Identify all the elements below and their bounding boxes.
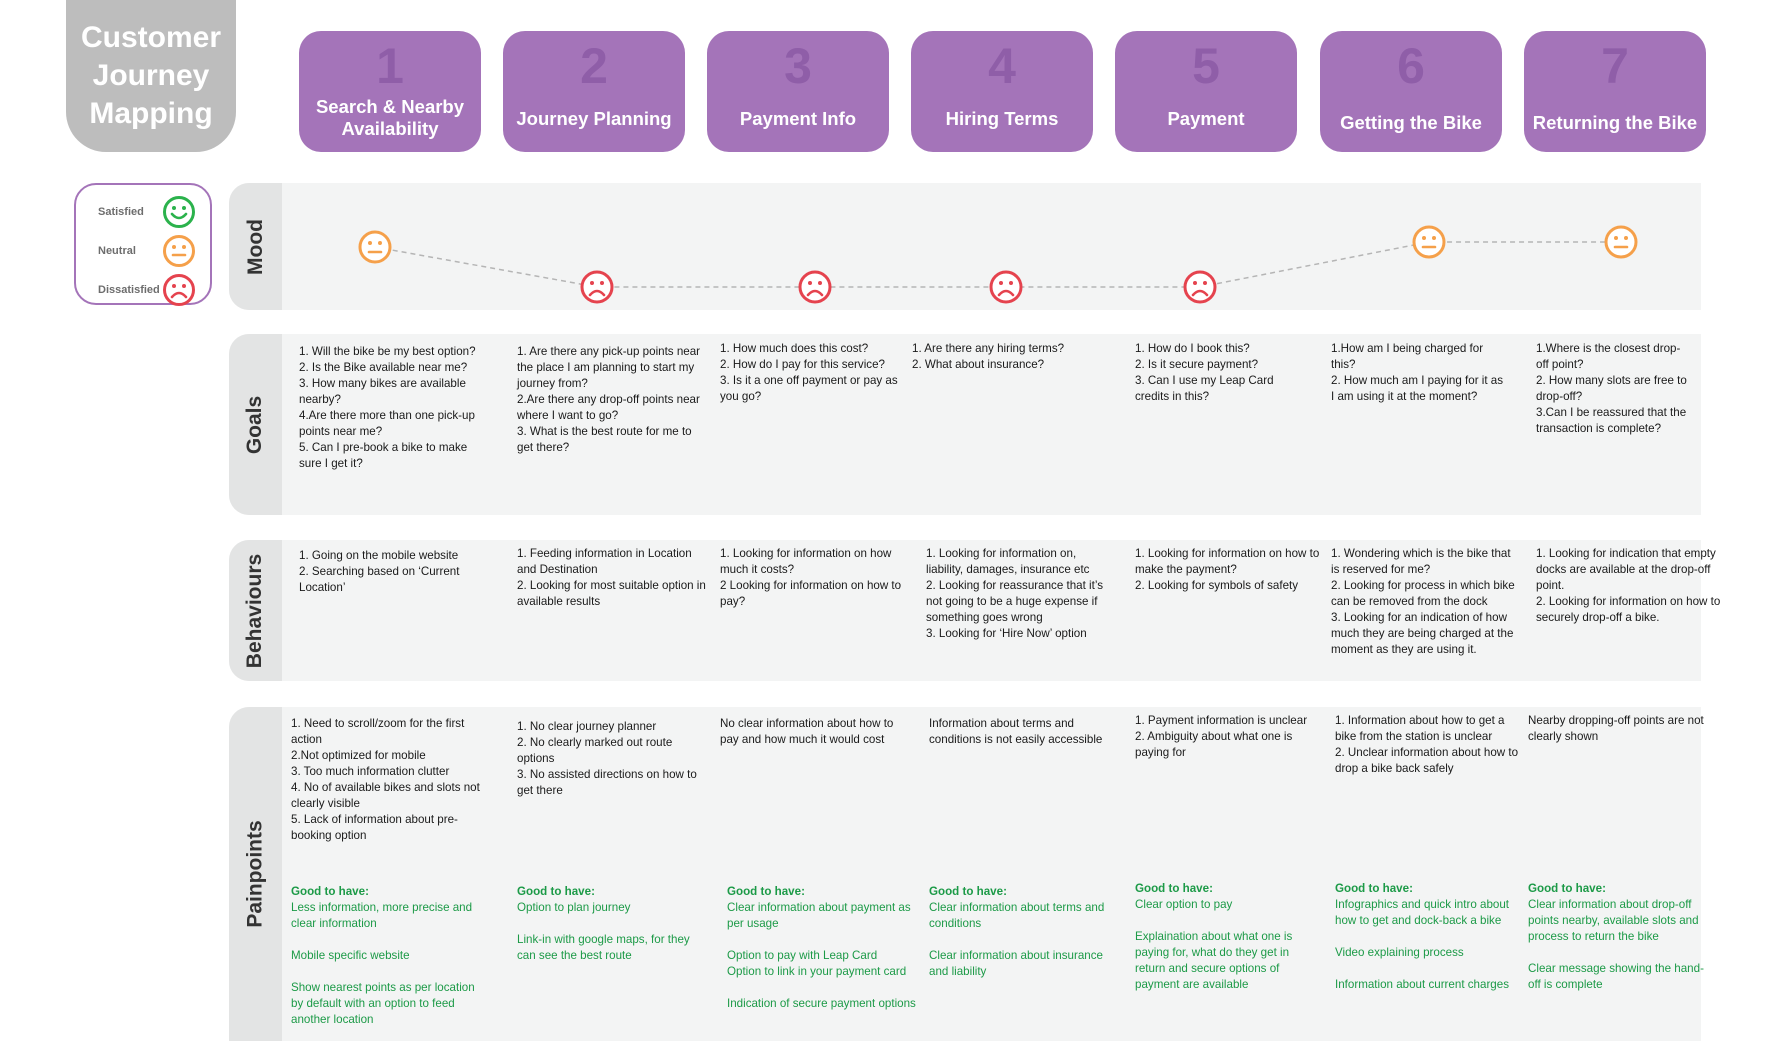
- behaviours-cell-4: 1. Looking for information on, liability…: [926, 547, 1104, 640]
- goals-cell-2: 1. Are there any pick-up points near the…: [517, 345, 701, 454]
- mood-row-label: Mood: [243, 218, 267, 275]
- stage-label: Search & Nearby Availability: [315, 96, 465, 139]
- goals-row-label: Goals: [243, 395, 267, 454]
- good-to-have-label: Good to have:: [929, 885, 1007, 898]
- good-to-have-label: Good to have:: [517, 885, 595, 898]
- stage-number: 5: [1192, 38, 1220, 94]
- good-to-have-6: Good to have: Infographics and quick int…: [1335, 881, 1515, 993]
- stage-number: 6: [1397, 38, 1425, 94]
- good-to-have-1: Good to have: Less information, more pre…: [291, 884, 481, 1028]
- good-to-have-label: Good to have:: [291, 885, 369, 898]
- painpoints-row: [229, 707, 1701, 1041]
- stage-1: 1 Search & Nearby Availability: [299, 31, 481, 152]
- painpoints-cell-5: 1. Payment information is unclear 2. Amb…: [1135, 714, 1308, 759]
- stage-label: Payment Info: [739, 108, 857, 129]
- good-to-have-3: Good to have: Clear information about pa…: [727, 884, 917, 1012]
- dissatisfied-face-icon: [798, 270, 832, 304]
- legend-dissatisfied-label: Dissatisfied: [98, 284, 160, 296]
- good-to-have-text: Less information, more precise and clear…: [291, 901, 475, 1026]
- mood-row: [229, 183, 1701, 310]
- good-to-have-label: Good to have:: [1528, 882, 1606, 895]
- good-to-have-text: Clear information about terms and condit…: [929, 901, 1105, 978]
- goals-cell-5: 1. How do I book this? 2. Is it secure p…: [1135, 342, 1274, 403]
- behaviours-cell-1: 1. Going on the mobile website 2. Search…: [299, 549, 460, 594]
- behaviours-cell-3: 1. Looking for information on how much i…: [720, 547, 902, 608]
- goals-cell-1: 1. Will the bike be my best option? 2. I…: [299, 345, 476, 470]
- good-to-have-text: Option to plan journey Link-in with goog…: [517, 901, 690, 962]
- good-to-have-label: Good to have:: [1135, 882, 1213, 895]
- stage-number: 4: [988, 38, 1016, 94]
- legend-satisfied-label: Satisfied: [98, 206, 144, 218]
- goals-row: [229, 334, 1701, 515]
- painpoints-cell-1: 1. Need to scroll/zoom for the first act…: [291, 717, 480, 842]
- behaviours-cell-2: 1. Feeding information in Location and D…: [517, 547, 706, 608]
- painpoints-row-label: Painpoints: [243, 820, 267, 928]
- title-text: Customer Journey Mapping: [80, 21, 222, 130]
- stage-5: 5 Payment: [1115, 31, 1297, 152]
- good-to-have-2: Good to have: Option to plan journey Lin…: [517, 884, 702, 964]
- stage-4: 4 Hiring Terms: [911, 31, 1093, 152]
- neutral-face-icon: [358, 230, 392, 264]
- painpoints-cell-2: 1. No clear journey planner 2. No clearl…: [517, 720, 697, 797]
- journey-map-title: Customer Journey Mapping: [66, 0, 236, 152]
- satisfied-face-icon: [163, 196, 195, 228]
- good-to-have-label: Good to have:: [1335, 882, 1413, 895]
- mood-curve: [358, 225, 1638, 304]
- stage-label: Hiring Terms: [945, 108, 1059, 129]
- good-to-have-4: Good to have: Clear information about te…: [929, 884, 1119, 980]
- legend-neutral-label: Neutral: [98, 245, 136, 257]
- stage-7: 7 Returning the Bike: [1524, 31, 1706, 152]
- behaviours-row: [229, 540, 1701, 681]
- stage-number: 1: [376, 38, 404, 94]
- legend-neutral: Neutral: [98, 233, 196, 269]
- neutral-face-icon: [1604, 225, 1638, 259]
- good-to-have-text: Clear option to pay Explaination about w…: [1135, 898, 1293, 991]
- good-to-have-7: Good to have: Clear information about dr…: [1528, 881, 1708, 993]
- good-to-have-5: Good to have: Clear option to pay Explai…: [1135, 881, 1310, 993]
- stage-6: 6 Getting the Bike: [1320, 31, 1502, 152]
- dissatisfied-face-icon: [163, 274, 195, 306]
- painpoints-cell-4: Information about terms and conditions i…: [929, 717, 1103, 746]
- stage-2: 2 Journey Planning: [503, 31, 685, 152]
- good-to-have-text: Clear information about payment as per u…: [727, 901, 916, 1010]
- painpoints-cell-7: Nearby dropping-off points are not clear…: [1528, 714, 1704, 743]
- behaviours-cell-7: 1. Looking for indication that empty doc…: [1536, 547, 1721, 624]
- legend-dissatisfied: Dissatisfied: [98, 272, 196, 308]
- dissatisfied-face-icon: [1183, 270, 1217, 304]
- stage-number: 7: [1601, 38, 1629, 94]
- goals-row-header: Goals: [229, 334, 282, 515]
- legend-satisfied: Satisfied: [98, 194, 196, 230]
- stage-label: Getting the Bike: [1340, 112, 1482, 133]
- stage-label: Payment: [1167, 108, 1245, 129]
- behaviours-row-label: Behaviours: [243, 553, 267, 668]
- dissatisfied-face-icon: [580, 270, 614, 304]
- good-to-have-label: Good to have:: [727, 885, 805, 898]
- behaviours-cell-6: 1. Wondering which is the bike that is r…: [1331, 547, 1515, 656]
- stage-number: 2: [580, 38, 608, 94]
- behaviours-row-header: Behaviours: [229, 540, 282, 681]
- stage-number: 3: [784, 38, 812, 94]
- neutral-face-icon: [163, 235, 195, 267]
- good-to-have-text: Clear information about drop-off points …: [1528, 898, 1704, 991]
- goals-cell-4: 1. Are there any hiring terms? 2. What a…: [912, 342, 1065, 371]
- stage-label: Journey Planning: [516, 108, 672, 129]
- painpoints-row-header: Painpoints: [229, 707, 282, 1041]
- stage-3: 3 Payment Info: [707, 31, 889, 152]
- goals-cell-7: 1.Where is the closest drop-off point? 2…: [1536, 342, 1687, 435]
- behaviours-cell-5: 1. Looking for information on how to mak…: [1135, 547, 1320, 592]
- good-to-have-text: Infographics and quick intro about how t…: [1335, 898, 1510, 991]
- painpoints-cell-3: No clear information about how to pay an…: [720, 717, 894, 746]
- mood-legend: Satisfied Neutral Dissatisfied: [74, 183, 212, 308]
- dissatisfied-face-icon: [989, 270, 1023, 304]
- mood-row-header: Mood: [229, 183, 282, 310]
- goals-cell-6: 1.How am I being charged for this? 2. Ho…: [1331, 342, 1504, 403]
- neutral-face-icon: [1412, 225, 1446, 259]
- goals-cell-3: 1. How much does this cost? 2. How do I …: [720, 342, 898, 403]
- stage-label: Returning the Bike: [1532, 112, 1698, 133]
- painpoints-cell-6: 1. Information about how to get a bike f…: [1335, 714, 1519, 775]
